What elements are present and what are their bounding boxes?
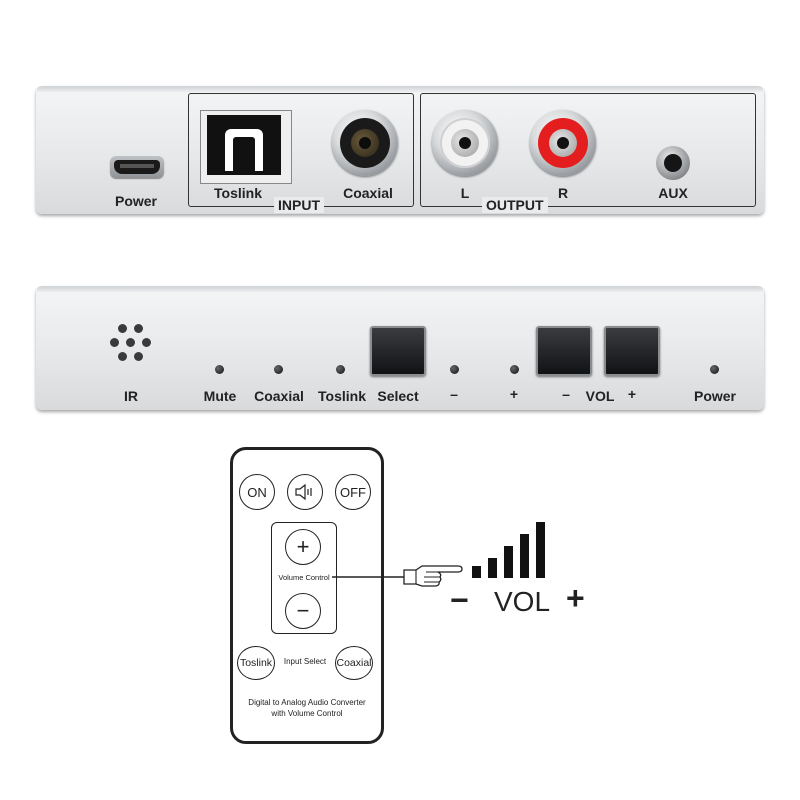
micro-usb-port-icon [110,156,164,178]
remote-coaxial-label: Coaxial [336,657,372,669]
speaker-mute-icon [295,483,312,501]
select-label: Select [377,388,419,404]
mute-label: Mute [203,388,237,404]
volume-graphic-label: VOL [494,586,551,617]
remote-toslink-label: Toslink [239,657,273,669]
ir-label: IR [124,388,138,404]
plus-label: + [509,386,519,402]
output-group-label: OUTPUT [482,197,548,213]
minus-label: – [450,386,458,402]
remote-plus-label: + [296,534,310,559]
remote-caption-line2: with Volume Control [271,709,343,718]
remote-minus-label: − [296,598,310,623]
remote-toslink-button[interactable]: Toslink [237,646,275,680]
front-toslink-label: Toslink [318,388,366,404]
front-power-label: Power [693,388,736,404]
select-button[interactable] [370,326,426,376]
remote-on-button[interactable]: ON [239,474,275,510]
rear-power-label: Power [114,193,157,209]
remote-volume-control-label: Volume Control [278,573,330,582]
toslink-led [336,365,345,374]
remote-control: ON OFF + Volume Control − Toslink Input … [230,447,384,744]
toslink-port-label: Toslink [214,185,262,201]
volume-bars-icon [472,522,572,584]
remote-mute-button[interactable] [287,474,323,510]
remote-caption-line1: Digital to Analog Audio Converter [248,698,366,707]
coaxial-jack[interactable] [332,110,398,176]
vol-label: VOL [585,388,615,404]
remote-on-label: ON [247,484,267,500]
rear-panel: Power INPUT Toslink Coaxial OUTPUT L R [36,86,764,214]
front-panel: IR Mute Coaxial Toslink Select – + – VOL… [36,286,764,410]
input-group-label: INPUT [274,197,324,213]
vol-plus-label: + [627,386,637,402]
headphone-jack-icon[interactable] [656,146,690,180]
power-led [710,365,719,374]
front-coaxial-label: Coaxial [254,388,304,404]
volume-up-button[interactable] [604,326,660,376]
volume-graphic-minus: − [450,582,469,618]
ir-receiver-icon [106,324,156,366]
mute-led [215,365,224,374]
remote-off-label: OFF [340,484,366,500]
remote-coaxial-button[interactable]: Coaxial [335,646,373,680]
remote-input-select-label: Input Select [283,657,327,666]
vol-minus-label: – [562,386,570,402]
pointing-hand-icon [403,565,463,587]
plus-led [510,365,519,374]
rca-right-jack[interactable] [530,110,596,176]
rca-left-jack[interactable] [432,110,498,176]
remote-volume-group: + Volume Control − [271,522,337,634]
remote-off-button[interactable]: OFF [335,474,371,510]
coaxial-port-label: Coaxial [343,185,393,201]
volume-graphic-plus: + [566,580,585,616]
aux-label: AUX [658,185,688,201]
rca-right-label: R [557,185,569,201]
rca-left-label: L [460,185,470,201]
remote-volume-down-button[interactable]: − [285,593,321,629]
optical-port-icon [200,110,292,184]
remote-volume-up-button[interactable]: + [285,529,321,565]
coaxial-led [274,365,283,374]
output-group-box [420,93,756,207]
minus-led [450,365,459,374]
pointer-leader [332,576,406,578]
volume-down-button[interactable] [536,326,592,376]
